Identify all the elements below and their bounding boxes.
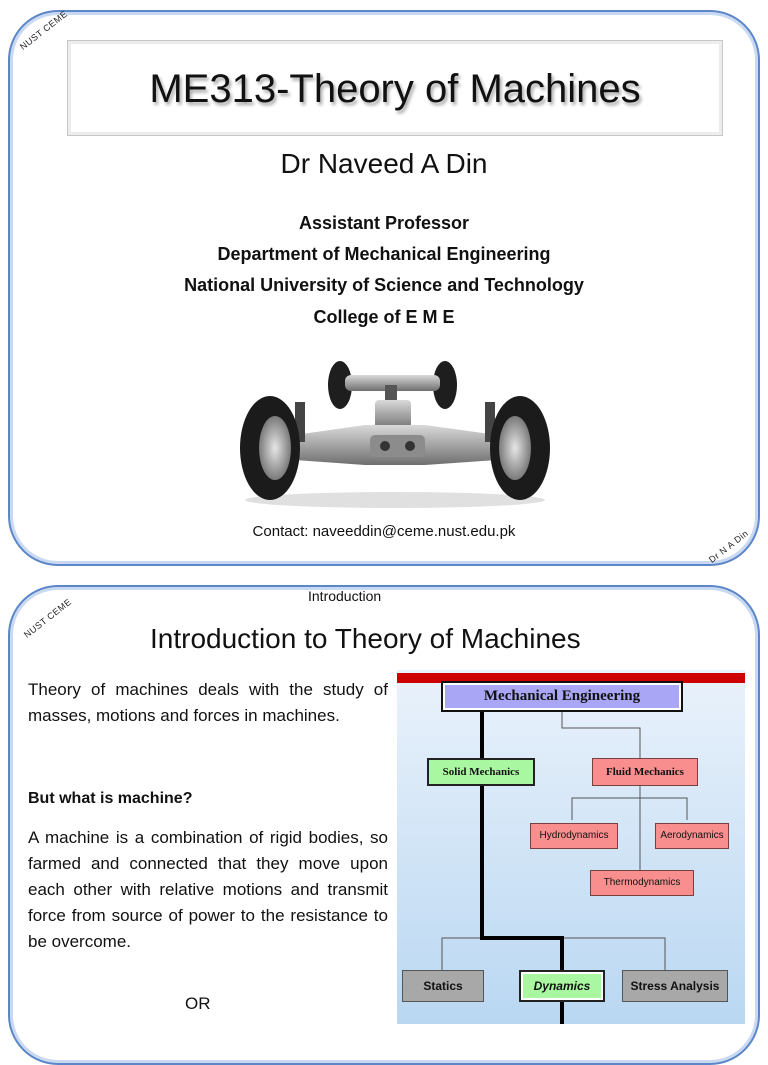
slide1-frame [8,10,760,566]
diagram-thermodynamics-node: Thermodynamics [590,870,694,896]
diagram-hydrodynamics-node: Hydrodynamics [530,823,618,849]
mechanical-engineering-diagram: Mechanical Engineering Solid Mechanics F… [397,670,745,1024]
machine-definition: A machine is a combination of rigid bodi… [28,828,388,951]
slide1-title: ME313-Theory of Machines [149,67,641,111]
diagram-root-node: Mechanical Engineering [441,681,683,712]
diagram-solid-mechanics-node: Solid Mechanics [427,758,535,786]
slide1-title-box: ME313-Theory of Machines [67,40,723,136]
intro-paragraph: Theory of machines deals with the study … [28,680,388,725]
affiliation-line-2: Department of Mechanical Engineering [217,244,551,264]
affiliation-line-3: National University of Science and Techn… [184,275,584,295]
question-heading: But what is machine? [28,790,193,807]
diagram-aerodynamics-node: Aerodynamics [655,823,729,849]
contact-text: Contact: naveeddin@ceme.nust.edu.pk [252,523,516,540]
diagram-stress-analysis-node: Stress Analysis [622,970,728,1002]
author-name: Dr Naveed A Din [280,148,488,179]
diagram-fluid-mechanics-node: Fluid Mechanics [592,758,698,786]
or-text: OR [185,994,211,1013]
car-chassis-image [240,361,550,508]
diagram-dynamics-node: Dynamics [519,970,605,1002]
diagram-statics-node: Statics [402,970,484,1002]
diagram-accent-bar [397,673,745,683]
affiliation-line-4: College of E M E [313,307,455,327]
slide2-title: Introduction to Theory of Machines [150,623,581,654]
slide2-header: Introduction [308,588,382,604]
affiliation-line-1: Assistant Professor [298,213,470,233]
